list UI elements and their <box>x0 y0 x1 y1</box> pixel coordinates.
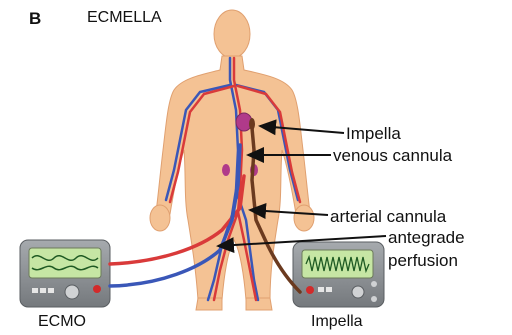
label-arterial-cannula: arterial cannula <box>330 208 446 225</box>
panel-letter: B <box>29 10 41 27</box>
label-impella-device: Impella <box>346 125 401 142</box>
left-hand <box>150 205 170 231</box>
impella-console <box>293 242 384 307</box>
impella-device-tip <box>249 118 255 130</box>
impella-knob <box>352 286 364 298</box>
label-venous-cannula: venous cannula <box>333 147 452 164</box>
right-hand <box>294 205 314 231</box>
ecmo-console <box>20 240 110 307</box>
label-impella-console: Impella <box>311 314 363 330</box>
ecmo-red-button <box>93 285 101 293</box>
head <box>214 10 250 58</box>
impella-red-button <box>306 286 314 294</box>
ecmo-screen <box>29 248 101 278</box>
kidney-left <box>222 164 230 176</box>
panel-title: ECMELLA <box>87 10 162 26</box>
label-perfusion: perfusion <box>388 252 458 269</box>
label-antegrade: antegrade <box>388 229 465 246</box>
ecmo-knob <box>65 285 79 299</box>
label-ecmo-console: ECMO <box>38 314 86 330</box>
